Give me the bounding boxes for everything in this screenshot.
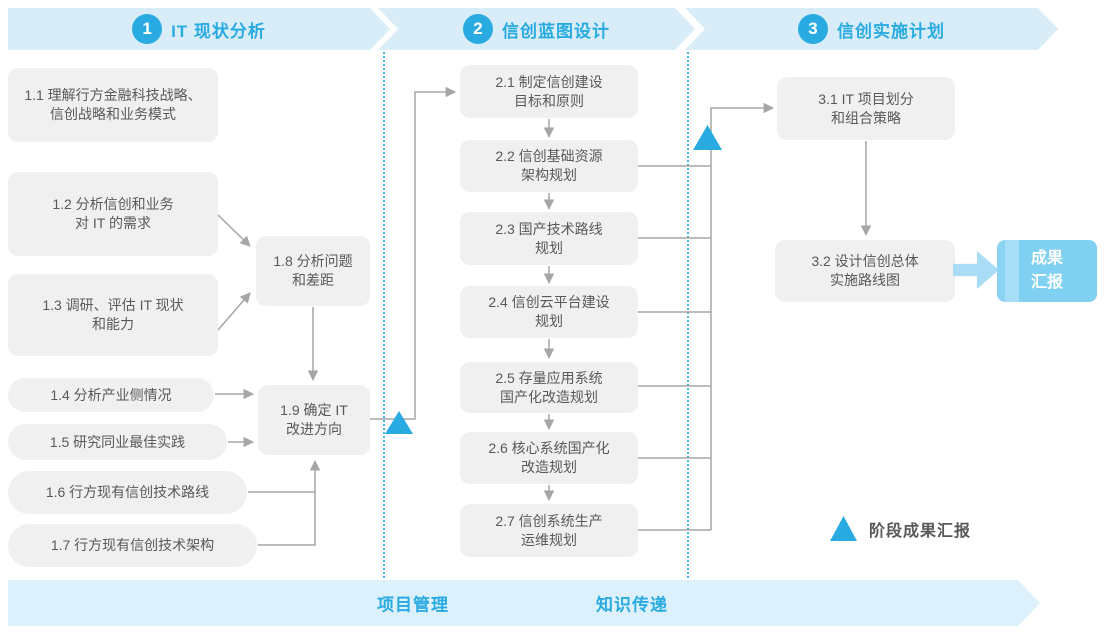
phase-3-number-badge: 3 [798, 14, 828, 44]
step-box-2-4: 2.4 信创云平台建设 规划 [460, 286, 638, 338]
legend-triangle-icon [830, 516, 857, 541]
phase-2-label: 信创蓝图设计 [502, 21, 610, 41]
phase-3-header: 3 信创实施计划 [685, 8, 1058, 50]
step-box-1-1: 1.1 理解行方金融科技战略、 信创战略和业务模式 [8, 68, 218, 142]
phase-2-header: 2 信创蓝图设计 [378, 8, 695, 50]
phase-divider-2 [687, 52, 689, 578]
step-box-1-6: 1.6 行方现有信创技术路线 [8, 471, 247, 514]
connector-1-9-to-2-1 [370, 86, 457, 420]
connector-1-2-to-1-8 [217, 214, 251, 247]
deliverable-box: 成果 汇报 [997, 240, 1097, 302]
connector-1-7-to-1-9 [258, 459, 321, 546]
step-box-1-9: 1.9 确定 IT 改进方向 [258, 385, 370, 455]
step-box-1-7: 1.7 行方现有信创技术架构 [8, 524, 257, 567]
phase-3-label: 信创实施计划 [837, 21, 945, 41]
step-box-2-5: 2.5 存量应用系统 国产化改造规划 [460, 362, 638, 413]
legend: 阶段成果汇报 [830, 516, 971, 541]
step-box-2-2: 2.2 信创基础资源 架构规划 [460, 140, 638, 192]
bottom-band: 项目管理 知识传递 [8, 580, 1040, 626]
step-box-1-2: 1.2 分析信创和业务 对 IT 的需求 [8, 172, 218, 256]
bottom-label-project-management: 项目管理 [377, 595, 449, 615]
step-box-2-6: 2.6 核心系统国产化 改造规划 [460, 432, 638, 484]
phase-1-header: 1 IT 现状分析 [8, 8, 390, 50]
connector-1-3-to-1-8 [217, 292, 251, 331]
step-box-2-7: 2.7 信创系统生产 运维规划 [460, 504, 638, 557]
connector-bus-to-3-1 [710, 102, 775, 530]
step-box-2-3: 2.3 国产技术路线 规划 [460, 212, 638, 265]
step-box-1-8: 1.8 分析问题 和差距 [256, 236, 370, 306]
bottom-label-knowledge-transfer: 知识传递 [596, 595, 668, 615]
step-box-1-4: 1.4 分析产业侧情况 [8, 378, 214, 412]
step-box-1-3: 1.3 调研、评估 IT 现状 和能力 [8, 274, 218, 356]
phase-1-number-badge: 1 [132, 14, 162, 44]
step-box-3-2: 3.2 设计信创总体 实施路线图 [775, 240, 955, 302]
step-box-2-1: 2.1 制定信创建设 目标和原则 [460, 65, 638, 118]
step-box-1-5: 1.5 研究同业最佳实践 [8, 424, 227, 460]
phase-2-number-badge: 2 [463, 14, 493, 44]
phase-1-label: IT 现状分析 [171, 21, 266, 41]
step-box-3-1: 3.1 IT 项目划分 和组合策略 [777, 77, 955, 140]
legend-label: 阶段成果汇报 [869, 523, 972, 540]
phase-divider-1 [383, 52, 385, 578]
